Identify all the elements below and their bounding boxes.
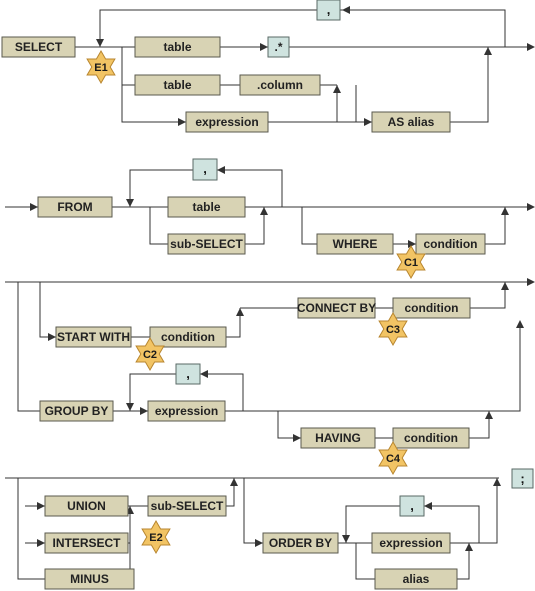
marker-c4: C4	[378, 440, 408, 476]
intersect-node: INTERSECT	[44, 532, 129, 554]
star-icon	[86, 49, 116, 85]
marker-c3: C3	[378, 311, 408, 347]
start-with-node: START WITH	[55, 326, 132, 348]
from-label: FROM	[57, 200, 92, 214]
semicolon-label: ;	[520, 471, 524, 486]
marker-c2-label: C2	[143, 349, 157, 361]
group-expression-label: expression	[155, 404, 218, 418]
having-condition-node: condition	[392, 427, 470, 449]
connect-condition-label: condition	[405, 301, 459, 315]
as-alias-node: AS alias	[371, 111, 451, 133]
table-star-label: table	[163, 40, 191, 54]
table-from-node: table	[167, 196, 246, 218]
order-alias-node: alias	[374, 568, 458, 590]
comma-group-box: ,	[175, 363, 201, 385]
comma-from-box: ,	[192, 158, 218, 181]
subselect-from-label: sub-SELECT	[170, 237, 243, 251]
where-node: WHERE	[316, 233, 394, 255]
marker-c4-label: C4	[386, 453, 401, 465]
marker-c1-label: C1	[404, 257, 418, 269]
select-node: SELECT	[1, 36, 76, 58]
table-column-label: table	[163, 78, 191, 92]
order-expression-label: expression	[379, 536, 442, 550]
order-alias-label: alias	[403, 572, 430, 586]
comma-select-box: ,	[316, 0, 341, 21]
comma-from-label: ,	[203, 161, 207, 176]
star-icon	[378, 311, 408, 347]
expression-select-label: expression	[195, 115, 258, 129]
union-node: UNION	[44, 495, 129, 517]
comma-order-box: ,	[399, 495, 425, 517]
column-suffix-label: .column	[257, 78, 303, 92]
table-column-node: table	[134, 74, 221, 96]
having-label: HAVING	[315, 431, 361, 445]
where-label: WHERE	[333, 237, 378, 251]
order-by-label: ORDER BY	[269, 536, 332, 550]
comma-order-label: ,	[410, 498, 414, 513]
marker-e2-label: E2	[149, 532, 162, 544]
star-suffix-label: .*	[274, 40, 282, 54]
expression-select-node: expression	[185, 111, 269, 133]
star-icon	[396, 244, 426, 280]
group-by-node: GROUP BY	[39, 400, 114, 422]
where-condition-node: condition	[415, 233, 486, 255]
star-icon	[378, 440, 408, 476]
as-alias-label: AS alias	[388, 115, 435, 129]
comma-select-label: ,	[327, 2, 331, 17]
order-expression-node: expression	[371, 532, 451, 554]
marker-e1: E1	[86, 49, 116, 85]
select-label: SELECT	[15, 40, 63, 54]
minus-node: MINUS	[44, 568, 135, 590]
arrowheads	[30, 6, 535, 551]
group-expression-node: expression	[147, 400, 226, 422]
table-star-node: table	[134, 36, 221, 58]
start-with-label: START WITH	[57, 330, 130, 344]
from-node: FROM	[37, 196, 113, 218]
marker-c2: C2	[135, 336, 165, 372]
marker-e1-label: E1	[94, 62, 107, 74]
table-from-label: table	[192, 200, 220, 214]
where-condition-label: condition	[424, 237, 478, 251]
subselect-set-node: sub-SELECT	[147, 495, 227, 517]
order-by-node: ORDER BY	[262, 532, 339, 554]
comma-group-label: ,	[186, 366, 190, 381]
connect-condition-node: condition	[392, 297, 471, 319]
subselect-from-node: sub-SELECT	[167, 233, 246, 255]
start-condition-node: condition	[149, 326, 227, 348]
semicolon-box: ;	[511, 468, 534, 489]
star-suffix-node: .*	[267, 36, 290, 58]
connect-by-node: CONNECT BY	[297, 297, 376, 319]
marker-c1: C1	[396, 244, 426, 280]
column-suffix-node: .column	[239, 74, 321, 96]
star-icon	[141, 519, 171, 555]
minus-label: MINUS	[70, 572, 109, 586]
union-label: UNION	[67, 499, 106, 513]
group-by-label: GROUP BY	[45, 404, 109, 418]
subselect-set-label: sub-SELECT	[151, 499, 224, 513]
star-icon	[135, 336, 165, 372]
intersect-label: INTERSECT	[52, 536, 121, 550]
having-condition-label: condition	[404, 431, 458, 445]
having-node: HAVING	[300, 427, 376, 449]
start-condition-label: condition	[161, 330, 215, 344]
marker-c3-label: C3	[386, 324, 400, 336]
marker-e2: E2	[141, 519, 171, 555]
connect-by-label: CONNECT BY	[297, 301, 376, 315]
